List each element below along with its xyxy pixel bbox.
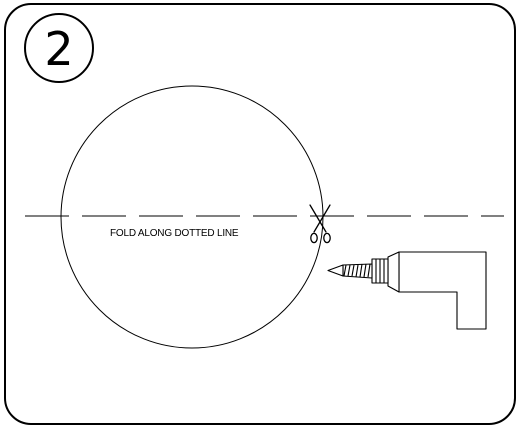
panel-frame [4, 3, 516, 425]
scissors-icon [309, 204, 331, 244]
step-number: 2 [44, 22, 73, 76]
step-circle [24, 13, 94, 83]
step-badge: 2 [24, 13, 94, 83]
fold-instruction-label: FOLD ALONG DOTTED LINE [110, 228, 239, 239]
drill-icon [327, 251, 487, 330]
